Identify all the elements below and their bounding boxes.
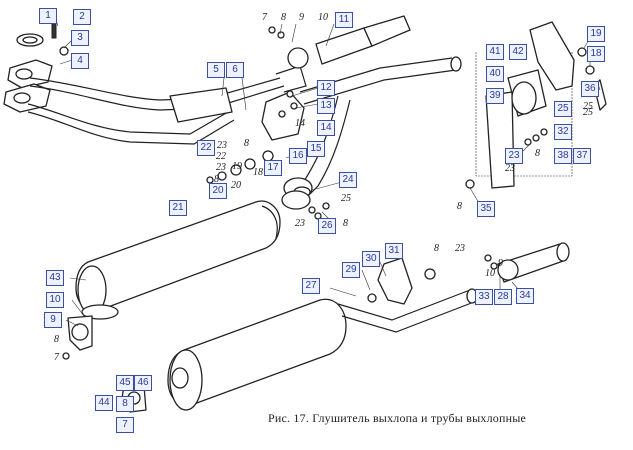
callout-28[interactable]: 28 xyxy=(494,289,512,305)
label-8-b: 8 xyxy=(214,174,219,185)
label-25-inset: 25 xyxy=(583,101,593,112)
label-8-e: 8 xyxy=(535,148,540,159)
inset-detail xyxy=(475,21,607,189)
front-muffler xyxy=(75,200,281,320)
callout-12[interactable]: 12 xyxy=(317,80,335,96)
label-10: 10 xyxy=(318,12,328,23)
label-23-d: 23 xyxy=(455,243,465,254)
label-18: 18 xyxy=(253,167,263,178)
callout-20[interactable]: 20 xyxy=(209,183,227,199)
callout-9-left[interactable]: 9 xyxy=(44,312,62,328)
upper-pipe-10-11 xyxy=(268,15,411,69)
callout-18[interactable]: 18 xyxy=(587,46,605,62)
label-25: 25 xyxy=(341,193,351,204)
label-23-c: 23 xyxy=(295,218,305,229)
callout-39[interactable]: 39 xyxy=(486,88,504,104)
callout-35[interactable]: 35 xyxy=(477,201,495,217)
callout-5[interactable]: 5 xyxy=(207,62,225,78)
callout-21[interactable]: 21 xyxy=(169,200,187,216)
label-7-left: 7 xyxy=(54,352,59,363)
callout-17[interactable]: 17 xyxy=(264,160,282,176)
callout-38[interactable]: 38 xyxy=(554,148,572,164)
callout-30[interactable]: 30 xyxy=(362,251,380,267)
label-23-g: 10 xyxy=(485,268,495,279)
label-25-e: 25 xyxy=(583,107,593,118)
label-23-e: 23 xyxy=(505,163,515,174)
callout-45[interactable]: 45 xyxy=(116,375,134,391)
callout-43[interactable]: 43 xyxy=(46,270,64,286)
callout-23[interactable]: 23 xyxy=(505,148,523,164)
label-8-a: 8 xyxy=(244,138,249,149)
callout-10-left[interactable]: 10 xyxy=(46,292,64,308)
callout-41[interactable]: 41 xyxy=(486,44,504,60)
label-8-d: 8 xyxy=(434,243,439,254)
tail-pipe xyxy=(497,242,570,283)
flange-joint xyxy=(281,177,313,210)
callout-6[interactable]: 6 xyxy=(226,62,244,78)
callout-33[interactable]: 33 xyxy=(475,289,493,305)
callout-22[interactable]: 22 xyxy=(197,140,215,156)
label-8: 8 xyxy=(281,12,286,23)
callout-1[interactable]: 1 xyxy=(39,8,57,24)
callout-26[interactable]: 26 xyxy=(318,218,336,234)
label-23-b: 23 xyxy=(216,162,226,173)
callout-13[interactable]: 13 xyxy=(317,98,335,114)
callout-25[interactable]: 25 xyxy=(554,101,572,117)
callout-42[interactable]: 42 xyxy=(509,44,527,60)
hardware xyxy=(206,90,498,280)
callout-7-bottom[interactable]: 7 xyxy=(116,417,134,433)
callout-29[interactable]: 29 xyxy=(342,262,360,278)
figure-caption: Рис. 17. Глушитель выхлопа и трубы выхло… xyxy=(268,411,527,425)
front-exhaust-pipes xyxy=(27,65,307,145)
label-20: 20 xyxy=(231,180,241,191)
callout-37[interactable]: 37 xyxy=(573,148,591,164)
front-flange-group xyxy=(3,13,69,113)
label-19: 19 xyxy=(232,161,242,172)
callout-27[interactable]: 27 xyxy=(302,278,320,294)
callout-19[interactable]: 19 xyxy=(587,26,605,42)
label-8-f: 8 xyxy=(457,201,462,212)
label-14: 14 xyxy=(295,118,305,129)
callout-34[interactable]: 34 xyxy=(516,288,534,304)
callout-3[interactable]: 3 xyxy=(71,30,89,46)
label-8-left: 8 xyxy=(54,334,59,345)
callout-14[interactable]: 14 xyxy=(317,120,335,136)
label-22-b: 22 xyxy=(216,151,226,162)
label-7: 7 xyxy=(262,12,267,23)
callout-36[interactable]: 36 xyxy=(581,81,599,97)
callout-31[interactable]: 31 xyxy=(385,243,403,259)
callout-4[interactable]: 4 xyxy=(71,53,89,69)
callout-11[interactable]: 11 xyxy=(335,12,353,28)
label-8-c: 8 xyxy=(343,218,348,229)
hanger-bracket xyxy=(377,257,413,305)
callout-40[interactable]: 40 xyxy=(486,66,504,82)
label-8-g: 9 xyxy=(498,258,503,269)
callout-46[interactable]: 46 xyxy=(134,375,152,391)
label-9: 9 xyxy=(299,12,304,23)
callout-16[interactable]: 16 xyxy=(289,148,307,164)
callout-8-bottom[interactable]: 8 xyxy=(116,396,134,412)
label-23-a: 23 xyxy=(217,140,227,151)
callout-44[interactable]: 44 xyxy=(95,395,113,411)
callout-15[interactable]: 15 xyxy=(307,141,325,157)
callout-32[interactable]: 32 xyxy=(554,124,572,140)
callout-2[interactable]: 2 xyxy=(73,9,91,25)
rear-muffler xyxy=(167,288,478,411)
callout-24[interactable]: 24 xyxy=(339,172,357,188)
